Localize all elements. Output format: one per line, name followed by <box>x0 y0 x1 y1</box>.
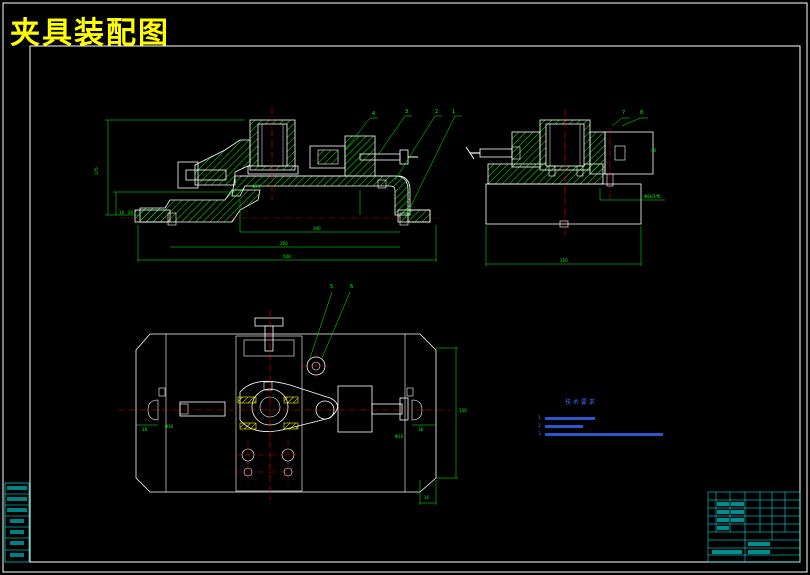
inner-frame <box>29 45 801 563</box>
balloon-2: 2 <box>435 109 438 115</box>
svg-text:508: 508 <box>283 254 291 259</box>
tech-requirements-title: 技 术 要 求 <box>565 399 595 406</box>
balloon-3: 3 <box>405 109 408 115</box>
svg-text:175: 175 <box>94 167 99 175</box>
side-view: 150 Φ8H7/f6 40 7 8 <box>465 110 665 266</box>
tech-note-2: 2. <box>538 424 543 429</box>
svg-text:190: 190 <box>313 226 321 231</box>
balloon-1: 1 <box>452 109 455 115</box>
fit-annotation: Φ8H7/f6 <box>644 194 661 199</box>
balloon-6: 6 <box>350 284 353 290</box>
svg-text:Φ16: Φ16 <box>165 424 174 429</box>
balloon-5: 5 <box>330 284 333 290</box>
svg-text:18: 18 <box>418 427 424 432</box>
tech-note-3: 3. <box>538 432 543 437</box>
top-view: 100 18 18 16 Φ16 Φ16 5 6 <box>118 284 467 505</box>
svg-text:16: 16 <box>424 495 430 500</box>
svg-text:20: 20 <box>128 210 134 215</box>
front-view: 175 508 260 190 16 20 Φ24 4 3 2 1 <box>94 108 462 262</box>
svg-text:150: 150 <box>560 258 568 263</box>
side-strip-fills <box>7 486 27 557</box>
drawing-title: 夹具装配图 <box>10 16 170 51</box>
svg-text:Φ24: Φ24 <box>252 184 261 189</box>
title-block-fills <box>712 502 770 554</box>
balloon-4: 4 <box>372 111 375 117</box>
svg-text:Φ16: Φ16 <box>395 434 404 439</box>
balloon-7: 7 <box>622 110 625 116</box>
svg-text:100: 100 <box>459 408 467 413</box>
side-strip <box>4 482 30 563</box>
svg-text:260: 260 <box>280 241 288 246</box>
svg-text:18: 18 <box>142 427 148 432</box>
balloon-8: 8 <box>640 110 643 116</box>
tech-note-1: 1. <box>538 416 543 421</box>
title-block <box>707 491 801 563</box>
svg-text:40: 40 <box>651 148 657 153</box>
svg-text:16: 16 <box>119 210 125 215</box>
